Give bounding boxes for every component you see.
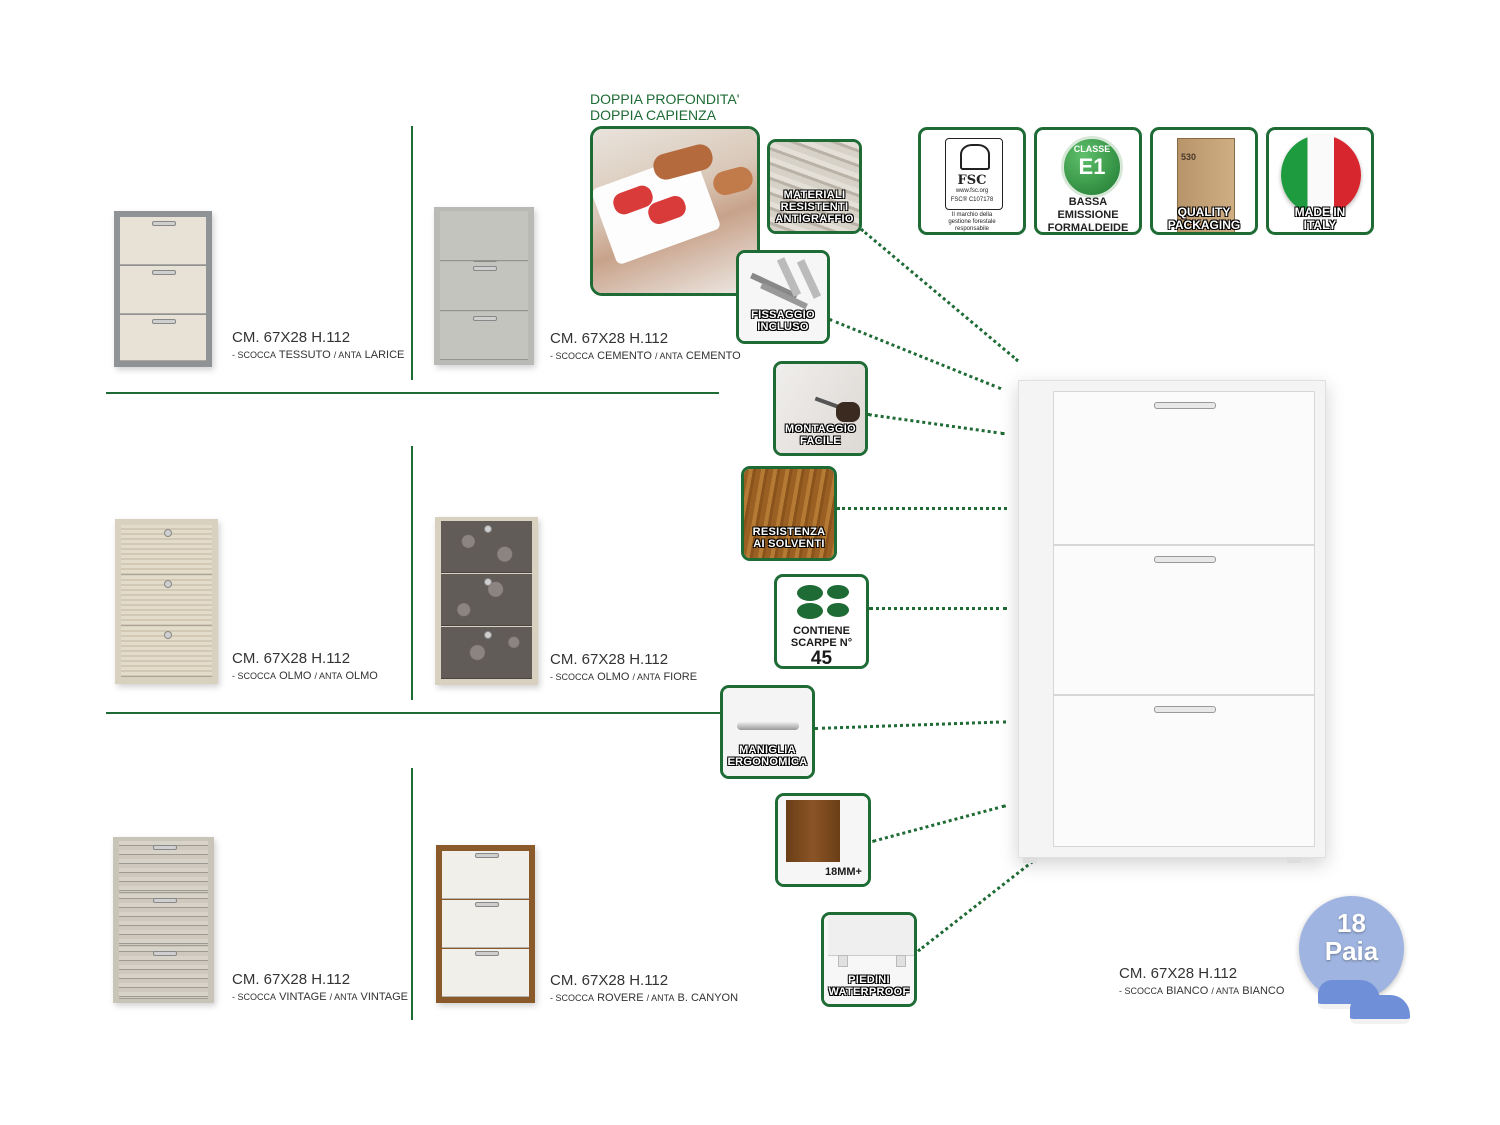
main-spec: CM. 67X28 H.112 xyxy=(1119,965,1238,982)
cert-italy-label: MADE IN ITALY xyxy=(1294,205,1346,232)
cabinet-door xyxy=(442,900,529,948)
cabinet-door xyxy=(121,627,212,677)
connector-solvents xyxy=(837,507,1007,510)
double-depth-photo xyxy=(590,126,760,296)
variant-2-finish: - SCOCCA CEMENTO / ANTA CEMENTO xyxy=(550,350,741,362)
cabinet-olmo-fiore[interactable] xyxy=(435,517,538,685)
cabinet-cemento-cemento[interactable] xyxy=(434,207,534,365)
badge-thickness: 18MM+ xyxy=(775,793,871,887)
cabinet-door xyxy=(119,947,208,999)
cert-fsc-note: Il marchio della gestione forestale resp… xyxy=(948,212,996,232)
divider-vertical-2 xyxy=(411,446,413,700)
badge-assembly: MONTAGGIO FACILE xyxy=(773,361,868,456)
variant-4-spec: CM. 67X28 H.112 xyxy=(550,651,669,668)
main-cabinet-bianco[interactable] xyxy=(1018,380,1326,863)
cabinet-door xyxy=(440,262,528,311)
cert-e1-top: CLASSE xyxy=(1073,144,1111,154)
cert-italy: MADE IN ITALY xyxy=(1266,127,1374,235)
footprint-icon xyxy=(827,585,849,599)
variant-6-spec: CM. 67X28 H.112 xyxy=(550,972,669,989)
sneaker-icon xyxy=(1350,995,1410,1024)
badge-materials-label: MATERIALI RESISTENTI ANTIGRAFFIO xyxy=(775,189,854,225)
cabinet-door xyxy=(441,627,532,679)
badge-fixing-label: FISSAGGIO INCLUSO xyxy=(751,309,815,333)
header-line-1: DOPPIA PROFONDITA' xyxy=(590,91,740,107)
badge-solvents-label: RESISTENZA AI SOLVENTI xyxy=(752,526,826,550)
main-cabinet-door xyxy=(1053,545,1315,695)
footprint-icon xyxy=(827,603,849,617)
main-cabinet-door xyxy=(1053,695,1315,847)
badge-contains-label: CONTIENE SCARPE N° xyxy=(790,625,853,649)
badge-solvents: RESISTENZA AI SOLVENTI xyxy=(741,466,837,561)
badge-contains-number: 45 xyxy=(810,648,833,669)
badge-fixing: FISSAGGIO INCLUSO xyxy=(736,250,830,344)
connector-handle xyxy=(815,720,1006,730)
variant-1-finish: - SCOCCA TESSUTO / ANTA LARICE xyxy=(232,349,405,361)
cabinet-door xyxy=(441,574,532,626)
divider-vertical-3 xyxy=(411,768,413,1020)
cabinet-door xyxy=(120,266,206,314)
capacity-unit: Paia xyxy=(1324,936,1379,966)
badge-feet: PIEDINI WATERPROOF xyxy=(821,912,917,1007)
capacity-number: 18 xyxy=(1337,908,1366,938)
main-cabinet-door xyxy=(1053,391,1315,545)
variant-4-finish: - SCOCCA OLMO / ANTA FIORE xyxy=(550,671,698,683)
connector-thickness xyxy=(872,804,1007,843)
cabinet-door xyxy=(120,315,206,361)
cert-e1: CLASSE E1 BASSA EMISSIONE FORMALDEIDE xyxy=(1034,127,1142,235)
cert-fsc-code: FSC® C107178 xyxy=(950,197,994,203)
cabinet-vintage-vintage[interactable] xyxy=(113,837,214,1003)
cabinet-door xyxy=(440,211,528,266)
cert-fsc: FSC www.fsc.org FSC® C107178 Il marchio … xyxy=(918,127,1026,235)
header-line-2: DOPPIA CAPIENZA xyxy=(590,107,717,123)
main-finish: - SCOCCA BIANCO / ANTA BIANCO xyxy=(1119,985,1285,997)
cert-packaging: 530 QUALITY PACKAGING xyxy=(1150,127,1258,235)
divider-vertical-1 xyxy=(411,126,413,380)
cabinet-door xyxy=(440,312,528,360)
badge-contains: CONTIENE SCARPE N° 45 xyxy=(774,574,869,669)
variant-2-spec: CM. 67X28 H.112 xyxy=(550,330,669,347)
footprint-icon xyxy=(797,585,823,601)
divider-horizontal-2 xyxy=(106,712,720,714)
cabinet-door xyxy=(119,841,208,893)
variant-5-finish: - SCOCCA VINTAGE / ANTA VINTAGE xyxy=(232,991,409,1003)
cert-box-code: 530 xyxy=(1181,152,1197,162)
e1-circle-icon xyxy=(1061,136,1123,198)
divider-horizontal-1 xyxy=(106,392,719,394)
badge-assembly-label: MONTAGGIO FACILE xyxy=(785,423,856,447)
cert-fsc-logo: FSC xyxy=(957,173,987,188)
footprint-icon xyxy=(797,603,823,619)
badge-feet-label: PIEDINI WATERPROOF xyxy=(828,974,910,998)
variant-6-finish: - SCOCCA ROVERE / ANTA B. CANYON xyxy=(550,992,739,1004)
cert-e1-label: BASSA EMISSIONE FORMALDEIDE xyxy=(1047,196,1129,234)
badge-handle-label: MANIGLIA ERGONOMICA xyxy=(727,744,808,768)
badge-materials: MATERIALI RESISTENTI ANTIGRAFFIO xyxy=(767,139,862,234)
cert-fsc-url: www.fsc.org xyxy=(955,188,989,194)
variant-3-finish: - SCOCCA OLMO / ANTA OLMO xyxy=(232,670,378,682)
connector-contains xyxy=(869,607,1007,610)
cabinet-door xyxy=(120,217,206,265)
cabinet-door xyxy=(121,525,212,575)
cabinet-door xyxy=(121,576,212,626)
italy-flag-icon xyxy=(1281,135,1361,215)
cabinet-rovere-canyon[interactable] xyxy=(436,845,535,1003)
cabinet-door xyxy=(441,521,532,573)
cabinet-olmo-olmo[interactable] xyxy=(115,519,218,684)
variant-5-spec: CM. 67X28 H.112 xyxy=(232,971,351,988)
cert-e1-mark: E1 xyxy=(1078,154,1106,179)
connector-feet xyxy=(917,860,1034,953)
box-icon xyxy=(1177,138,1235,232)
cert-packaging-label: QUALITY PACKAGING xyxy=(1167,205,1241,232)
cabinet-door xyxy=(442,949,529,997)
cabinet-tessuto-larice[interactable] xyxy=(114,211,212,367)
variant-3-spec: CM. 67X28 H.112 xyxy=(232,650,351,667)
connector-assembly xyxy=(867,413,1005,436)
badge-thickness-label: 18MM+ xyxy=(825,866,862,878)
badge-handle: MANIGLIA ERGONOMICA xyxy=(720,685,815,779)
fsc-tree-icon xyxy=(960,144,990,170)
variant-1-spec: CM. 67X28 H.112 xyxy=(232,329,351,346)
cabinet-door xyxy=(442,851,529,899)
cabinet-door xyxy=(119,894,208,946)
